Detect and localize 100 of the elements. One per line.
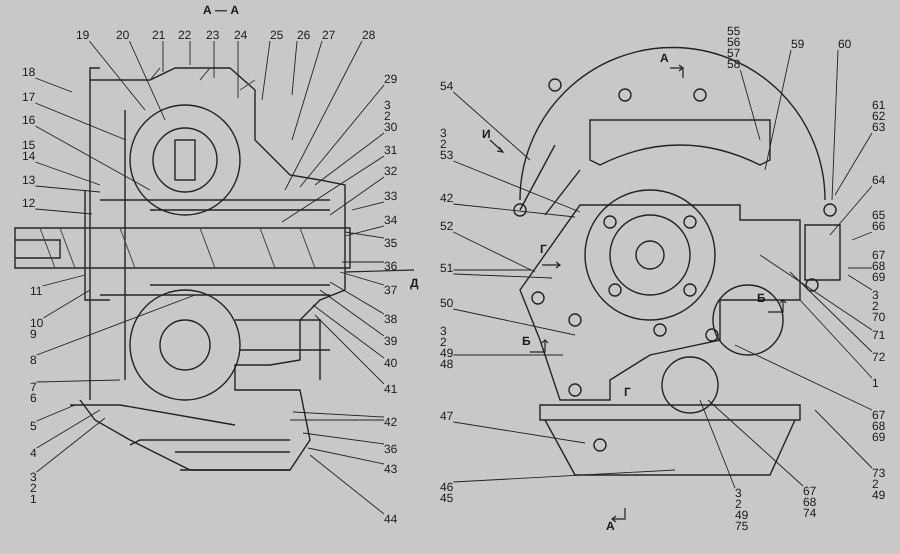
leader-line: [452, 92, 530, 160]
leader-line: [800, 300, 872, 378]
callout-number: 67 68 69: [872, 250, 886, 283]
leader-line: [452, 470, 676, 482]
leader-line: [88, 40, 146, 110]
callout-number: 1: [872, 378, 879, 389]
callout-number: 67 68 74: [803, 486, 816, 519]
leader-line: [834, 132, 872, 196]
callout-number: 32: [384, 166, 398, 177]
callout-number: 27: [322, 30, 336, 41]
leader-line: [36, 294, 196, 356]
leader-line: [848, 274, 872, 290]
view-mark-label: Б: [522, 335, 531, 347]
callout-number: 13: [22, 175, 36, 186]
callout-number: 19: [76, 30, 90, 41]
callout-number: 64: [872, 175, 886, 186]
callout-number: 71: [872, 330, 886, 341]
callout-number: 40: [384, 358, 398, 369]
leader-line: [340, 272, 384, 286]
leader-line: [344, 232, 384, 238]
leader-line: [852, 232, 872, 240]
callout-number: 37: [384, 285, 398, 296]
callout-number: 3 2 30: [384, 100, 398, 133]
view-mark-label: Г: [624, 386, 631, 398]
callout-number: 41: [384, 384, 398, 395]
callout-number: 24: [234, 30, 248, 41]
leader-line: [36, 410, 100, 448]
leader-line: [330, 176, 384, 216]
callout-number: 12: [22, 198, 36, 209]
callout-number: 8: [30, 355, 37, 366]
callout-number: 65 66: [872, 210, 886, 232]
callout-number: 36: [384, 261, 398, 272]
callout-number: 29: [384, 74, 398, 85]
leader-line: [700, 400, 736, 488]
view-mark-label: Д: [410, 277, 419, 289]
callout-number: 59: [791, 39, 804, 50]
leader-line: [760, 254, 872, 330]
leader-line: [34, 102, 126, 140]
leader-line: [262, 40, 270, 100]
leader-line: [310, 454, 384, 514]
callout-number: 47: [440, 411, 454, 422]
leader-line: [312, 304, 384, 358]
callout-number: 28: [362, 30, 376, 41]
leader-line: [314, 314, 384, 384]
leader-line: [452, 422, 586, 444]
callout-number: 44: [384, 514, 398, 525]
leader-line: [344, 226, 384, 236]
leader-line: [292, 40, 322, 140]
callout-number: 3 2 1: [30, 472, 37, 505]
callout-number: 73 2 49: [872, 468, 886, 501]
callout-number: 36: [384, 444, 398, 455]
callout-number: 55 56 57 58: [727, 26, 740, 70]
callout-number: 3 2 70: [872, 290, 886, 323]
callout-number: 20: [116, 30, 130, 41]
callout-number: 3 2 53: [440, 128, 454, 161]
callout-number: 3 2 49 48: [440, 326, 454, 370]
leader-line: [452, 160, 580, 212]
leader-line: [42, 290, 90, 318]
leader-line: [330, 282, 384, 314]
leader-line: [740, 70, 760, 140]
leader-line: [34, 208, 92, 214]
callout-number: 38: [384, 314, 398, 325]
callout-number: 15 14: [22, 140, 36, 162]
leader-line: [764, 50, 792, 170]
leader-line: [452, 308, 576, 336]
leader-line: [34, 162, 100, 186]
leader-line: [308, 448, 384, 464]
view-mark-label: И: [482, 128, 491, 140]
callout-number: 4: [30, 448, 37, 459]
leader-line: [830, 186, 872, 236]
callout-number: 25: [270, 30, 284, 41]
leader-line: [292, 40, 298, 96]
callout-number: 43: [384, 464, 398, 475]
view-mark-label: Г: [540, 243, 547, 255]
callout-number: 42: [440, 193, 454, 204]
callout-number: 22: [178, 30, 192, 41]
callout-number: 51: [440, 263, 454, 274]
leader-line: [300, 84, 384, 188]
callout-number: 34: [384, 215, 398, 226]
leader-line: [34, 78, 72, 92]
callout-number: 35: [384, 238, 398, 249]
callout-number: 16: [22, 115, 36, 126]
leader-line: [452, 232, 536, 272]
callout-number: 54: [440, 81, 454, 92]
leader-line: [352, 202, 384, 210]
leader-line: [320, 290, 384, 336]
callout-number: 7 6: [30, 382, 37, 404]
leader-line: [128, 40, 166, 120]
callout-number: 39: [384, 336, 398, 347]
callout-number: 10 9: [30, 318, 44, 340]
leader-line: [452, 204, 576, 218]
callout-number: 21: [152, 30, 166, 41]
leader-line: [734, 344, 872, 410]
callout-number: 52: [440, 221, 454, 232]
callout-number: 46 45: [440, 482, 454, 504]
leader-line: [790, 272, 872, 352]
callout-number: 42: [384, 417, 398, 428]
leader-line: [314, 132, 384, 186]
section-label: А — А: [203, 4, 239, 16]
callout-number: 61 62 63: [872, 100, 886, 133]
